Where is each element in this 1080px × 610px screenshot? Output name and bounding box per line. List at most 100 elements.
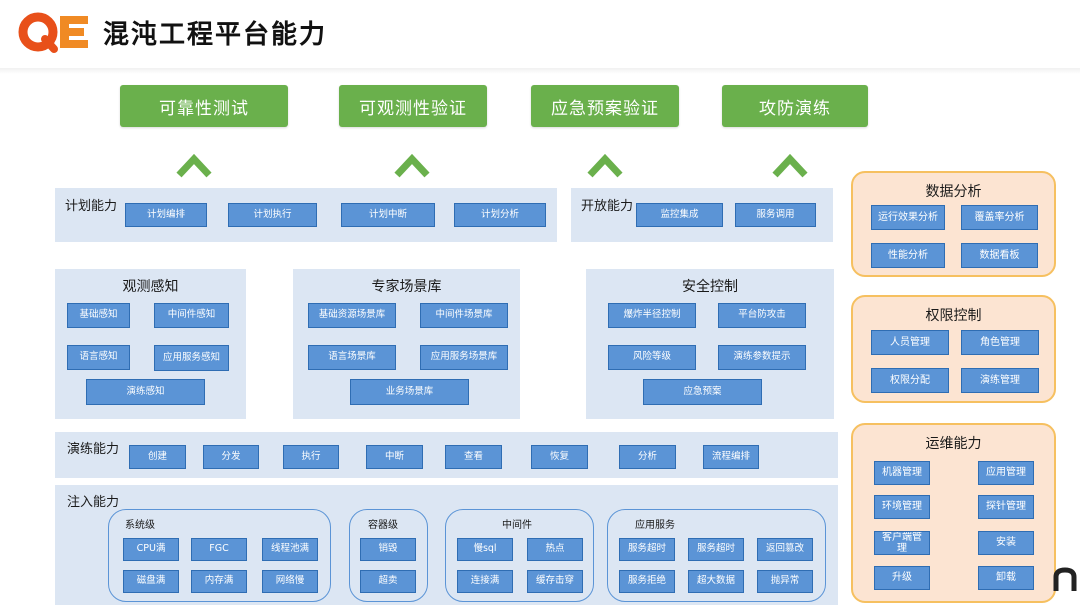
expert-scenario-title: 专家场景库 [371,279,442,295]
connection-full-button[interactable]: 连接满 [457,570,513,593]
goal-attack-defense-drill[interactable]: 攻防演练 [722,85,868,127]
network-slow-button[interactable]: 网络慢 [262,570,318,593]
blast-radius-control-button[interactable]: 爆炸半径控制 [608,303,696,328]
container-level-label: 容器级 [368,520,398,531]
app-management-button[interactable]: 应用管理 [978,461,1034,485]
coverage-analysis-button[interactable]: 覆盖率分析 [961,205,1038,230]
container-level-group: 容器级 销毁 超卖 [349,509,428,602]
middleware-group: 中间件 慢sql 热点 连接满 缓存击穿 [445,509,594,602]
chevron-up-icon [394,153,430,178]
basic-perception-button[interactable]: 基础感知 [67,303,130,328]
role-management-button[interactable]: 角色管理 [961,330,1039,355]
expert-scenario-panel: 专家场景库 基础资源场景库 中间件场景库 语言场景库 应用服务场景库 业务场景库 [293,269,520,419]
performance-analysis-button[interactable]: 性能分析 [871,243,945,268]
observe-panel: 观测感知 基础感知 中间件感知 语言感知 应用服务感知 演练感知 [55,269,246,419]
oversell-button[interactable]: 超卖 [360,570,416,593]
cpu-full-button[interactable]: CPU满 [123,538,179,561]
drill-interrupt-button[interactable]: 中断 [366,445,423,469]
drill-flow-orchestrate-button[interactable]: 流程编排 [703,445,759,469]
drill-recover-button[interactable]: 恢复 [531,445,588,469]
qe-logo [18,12,88,53]
env-management-button[interactable]: 环境管理 [874,495,930,519]
data-analysis-panel: 数据分析 运行效果分析 覆盖率分析 性能分析 数据看板 [851,171,1056,277]
data-dashboard-button[interactable]: 数据看板 [961,243,1038,268]
chevron-up-icon [176,153,212,178]
drill-view-button[interactable]: 查看 [445,445,502,469]
huge-data-button[interactable]: 超大数据 [688,570,744,593]
middleware-scenario-button[interactable]: 中间件场景库 [420,303,508,328]
throw-exception-button[interactable]: 抛异常 [757,570,813,593]
drill-capability-panel: 演练能力 创建 分发 执行 中断 查看 恢复 分析 流程编排 [55,432,838,478]
slow-sql-button[interactable]: 慢sql [457,538,513,561]
memory-full-button[interactable]: 内存满 [191,570,247,593]
security-control-panel: 安全控制 爆炸半径控制 平台防攻击 风险等级 演练参数提示 应急预案 [586,269,834,419]
drill-parameter-hint-button[interactable]: 演练参数提示 [718,345,806,370]
inject-capability-panel: 注入能力 系统级 CPU满 FGC 线程池满 磁盘满 内存满 网络慢 容器级 销… [55,485,838,605]
security-control-title: 安全控制 [682,279,738,295]
system-level-group: 系统级 CPU满 FGC 线程池满 磁盘满 内存满 网络慢 [108,509,331,602]
plan-execute-button[interactable]: 计划执行 [228,203,317,227]
ops-capability-panel: 运维能力 机器管理 应用管理 环境管理 探针管理 客户端管理 安装 升级 卸载 [851,423,1056,603]
goal-emergency-plan-verification[interactable]: 应急预案验证 [531,85,679,127]
goal-reliability-test[interactable]: 可靠性测试 [120,85,288,127]
language-perception-button[interactable]: 语言感知 [67,345,130,370]
drill-capability-title: 演练能力 [67,442,120,457]
chevron-up-icon [772,153,808,178]
machine-management-button[interactable]: 机器管理 [874,461,930,485]
drill-analyze-button[interactable]: 分析 [619,445,676,469]
response-tamper-button[interactable]: 返回篡改 [757,538,813,561]
middleware-label: 中间件 [502,520,532,531]
header: 混沌工程平台能力 [0,0,1080,68]
plan-analyze-button[interactable]: 计划分析 [454,203,546,227]
observe-title: 观测感知 [122,279,179,295]
hotspot-button[interactable]: 热点 [527,538,583,561]
thread-pool-full-button[interactable]: 线程池满 [262,538,318,561]
probe-management-button[interactable]: 探针管理 [978,495,1034,519]
drill-create-button[interactable]: 创建 [129,445,186,469]
service-timeout-button-2[interactable]: 服务超时 [688,538,744,561]
corner-brand-icon [1053,567,1077,591]
service-reject-button[interactable]: 服务拒绝 [619,570,675,593]
risk-level-button[interactable]: 风险等级 [608,345,696,370]
app-service-group: 应用服务 服务超时 服务超时 返回篡改 服务拒绝 超大数据 抛异常 [607,509,826,602]
emergency-plan-button[interactable]: 应急预案 [643,379,762,405]
uninstall-button[interactable]: 卸载 [978,566,1034,590]
header-divider [0,68,1080,74]
business-scenario-button[interactable]: 业务场景库 [350,379,469,405]
plan-capability-panel: 计划能力 计划编排 计划执行 计划中断 计划分析 [55,188,557,242]
install-button[interactable]: 安装 [978,531,1034,555]
drill-execute-button[interactable]: 执行 [283,445,339,469]
drill-management-button[interactable]: 演练管理 [961,368,1039,393]
permission-assign-button[interactable]: 权限分配 [871,368,949,393]
app-service-perception-button[interactable]: 应用服务感知 [154,345,229,371]
chevron-up-icon [587,153,623,178]
service-call-button[interactable]: 服务调用 [735,203,816,227]
personnel-management-button[interactable]: 人员管理 [871,330,949,355]
ops-capability-title: 运维能力 [925,436,982,452]
open-capability-panel: 开放能力 监控集成 服务调用 [571,188,833,242]
plan-orchestrate-button[interactable]: 计划编排 [125,203,207,227]
app-service-scenario-button[interactable]: 应用服务场景库 [420,345,508,370]
basic-resource-scenario-button[interactable]: 基础资源场景库 [308,303,396,328]
plan-interrupt-button[interactable]: 计划中断 [341,203,435,227]
language-scenario-button[interactable]: 语言场景库 [308,345,396,370]
goal-observability-verification[interactable]: 可观测性验证 [339,85,487,127]
service-timeout-button[interactable]: 服务超时 [619,538,675,561]
client-management-button[interactable]: 客户端管理 [874,531,930,555]
fgc-button[interactable]: FGC [191,538,247,561]
run-effect-analysis-button[interactable]: 运行效果分析 [871,205,945,230]
drill-distribute-button[interactable]: 分发 [203,445,259,469]
open-capability-title: 开放能力 [581,199,634,214]
drill-perception-button[interactable]: 演练感知 [86,379,205,405]
page-title: 混沌工程平台能力 [103,20,328,50]
plan-capability-title: 计划能力 [65,199,118,214]
monitor-integration-button[interactable]: 监控集成 [636,203,723,227]
destroy-button[interactable]: 销毁 [360,538,416,561]
middleware-perception-button[interactable]: 中间件感知 [154,303,229,328]
platform-anti-attack-button[interactable]: 平台防攻击 [718,303,806,328]
disk-full-button[interactable]: 磁盘满 [123,570,179,593]
app-service-label: 应用服务 [635,520,675,531]
cache-breakdown-button[interactable]: 缓存击穿 [527,570,583,593]
inject-capability-title: 注入能力 [67,495,120,510]
upgrade-button[interactable]: 升级 [874,566,930,590]
